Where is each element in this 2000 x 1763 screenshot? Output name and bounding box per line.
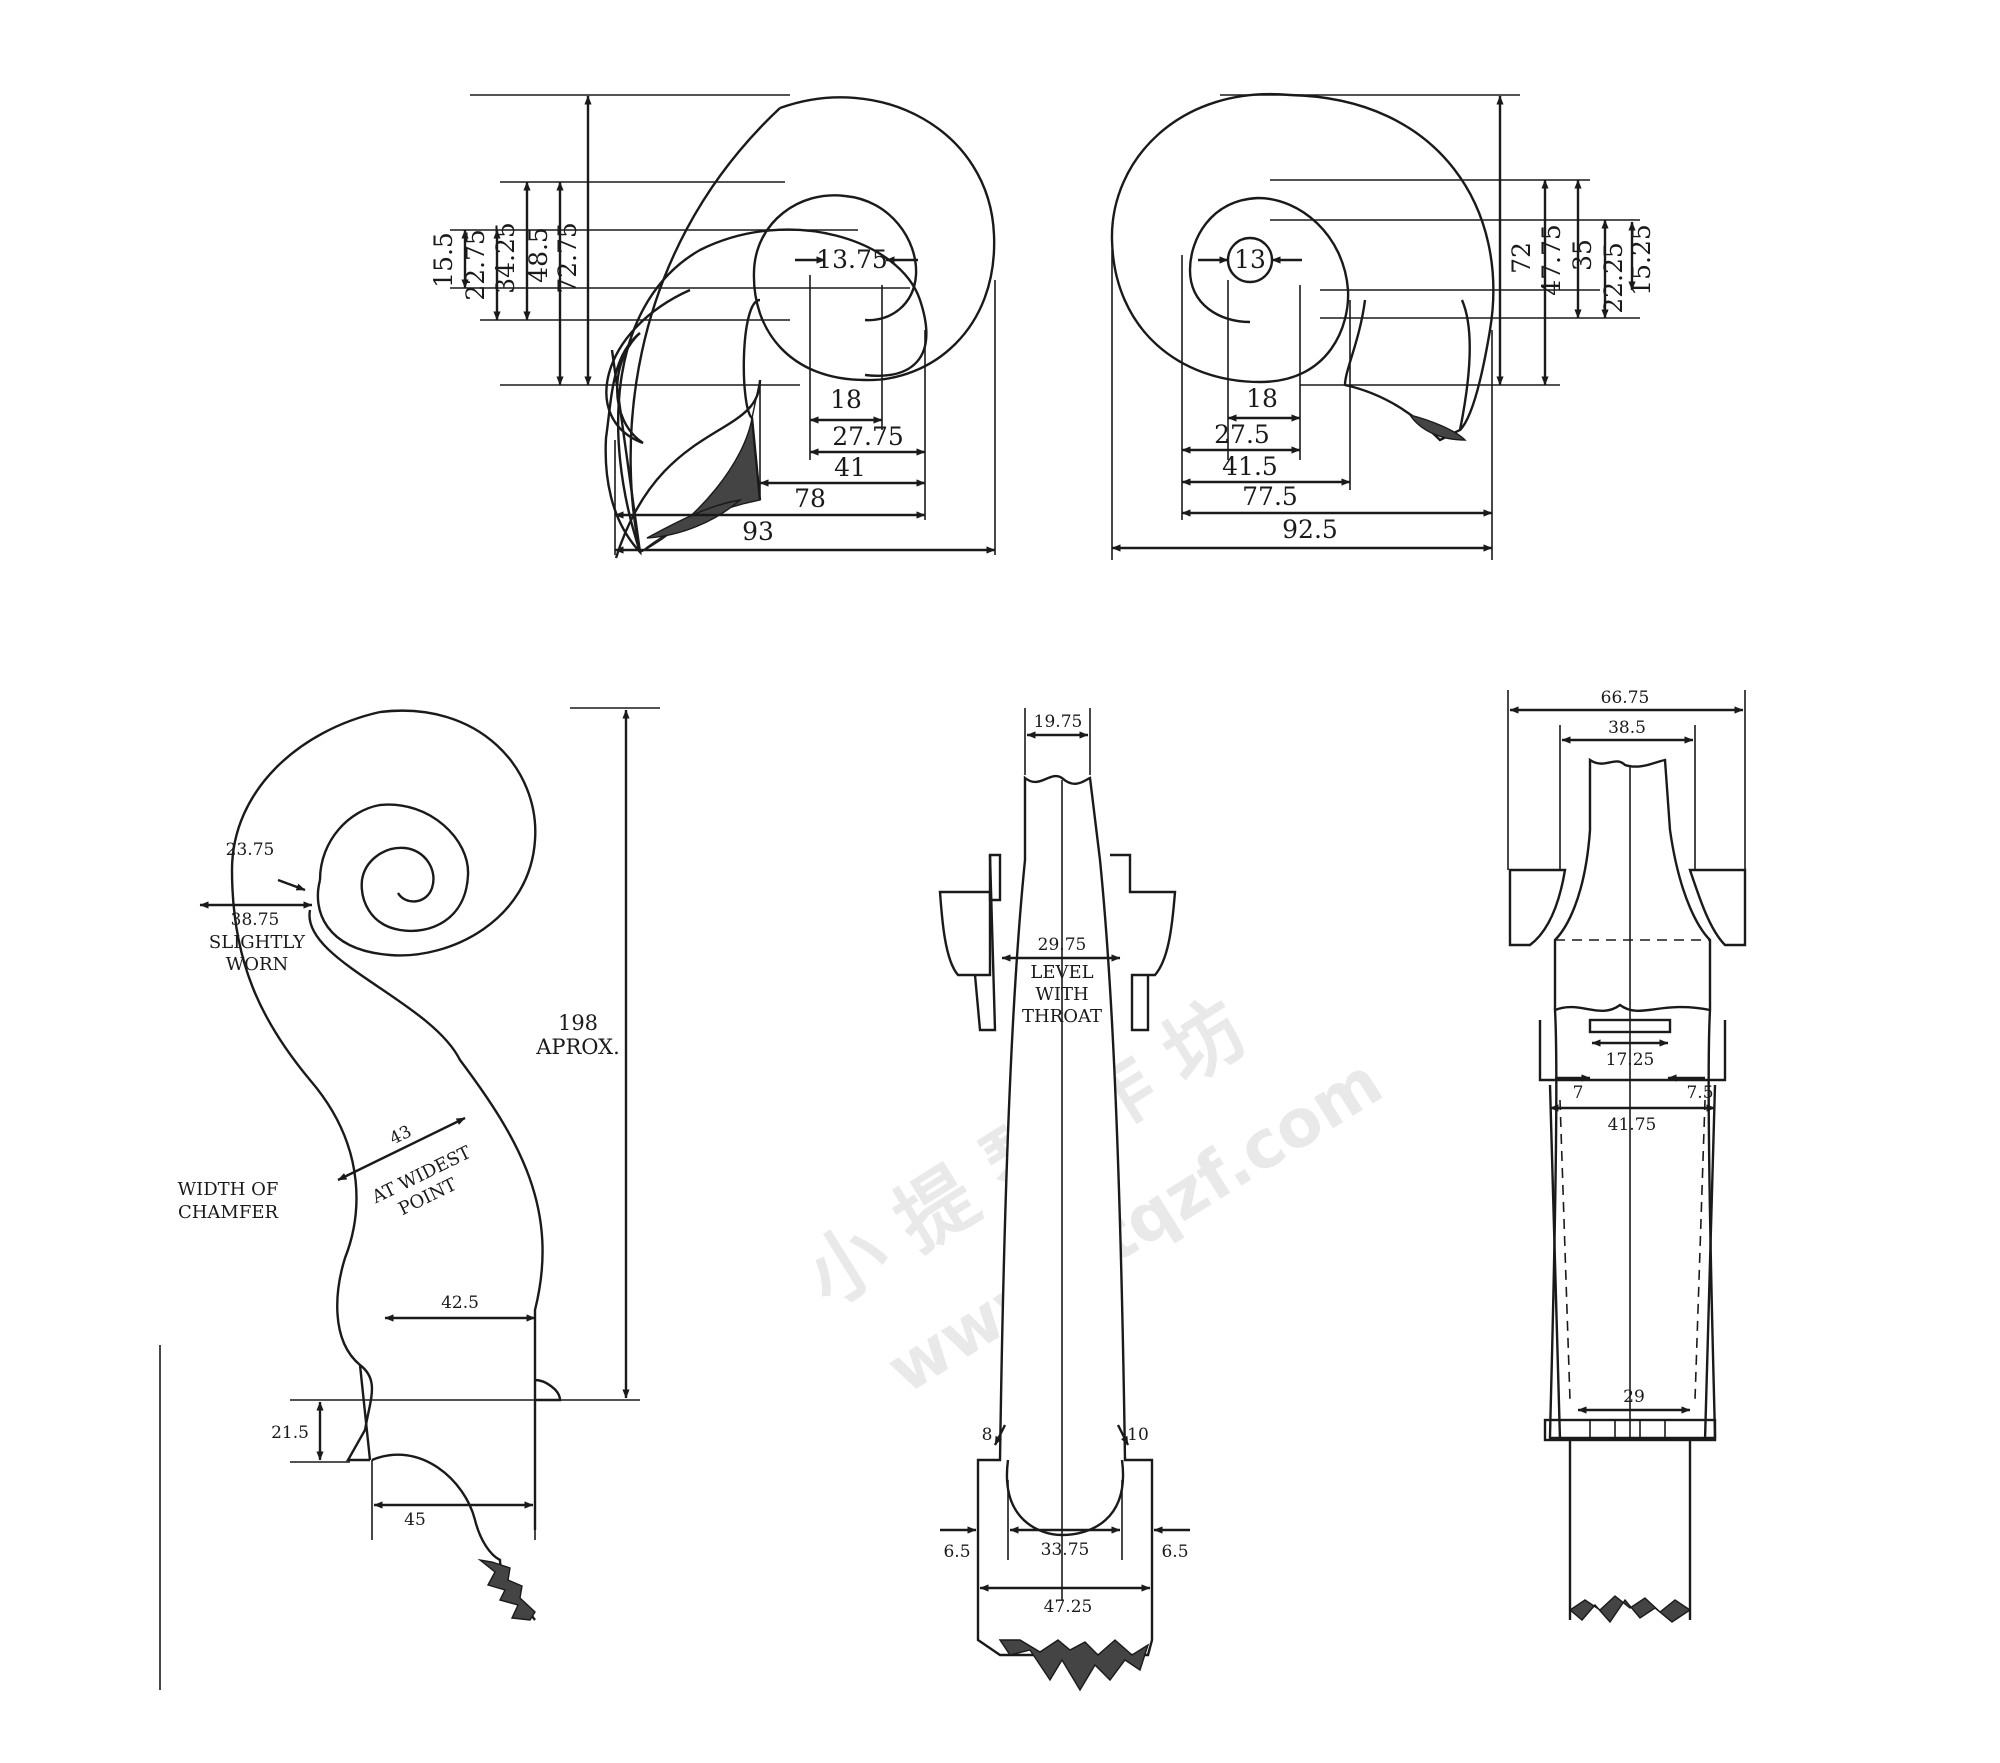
dim-41-75: 41.75: [1608, 1115, 1657, 1135]
dim-35: 35: [1568, 239, 1597, 271]
dim-38-75: 38.75: [231, 910, 280, 930]
dim-78: 78: [794, 484, 826, 513]
dim-18: 18: [830, 385, 862, 414]
dim-18-right: 18: [1246, 384, 1278, 413]
dim-15-25: 15.25: [1627, 224, 1656, 296]
dim-41-5: 41.5: [1222, 452, 1278, 481]
back-view-body: [1548, 757, 1717, 1440]
label-with: WITH: [1035, 984, 1088, 1005]
scroll-front-view: 19.75 29.75 LEVEL WITH THROAT 8 10 6.5 6…: [938, 708, 1190, 1692]
scroll-back-view: 66.75 38.5 17.25 7 7.5 41.75 29: [1507, 688, 1747, 1624]
front-view-body: [976, 774, 1154, 1657]
dim-6-5-left: 6.5: [943, 1542, 970, 1562]
dim-34-25: 34.25: [491, 222, 520, 294]
dim-15-5: 15.5: [429, 232, 458, 288]
label-level: LEVEL: [1030, 962, 1093, 983]
dim-13-75: 13.75: [816, 245, 888, 274]
dim-7-5: 7.5: [1686, 1083, 1713, 1103]
dim-21-5: 21.5: [271, 1423, 309, 1443]
label-slightly: SLIGHTLY: [209, 932, 306, 953]
dim-22-25: 22.25: [1599, 242, 1628, 314]
scroll-left-view: 15.5 22.75 34.25 48.5 72.75 13.75 18 27.…: [429, 94, 996, 559]
dim-66-75: 66.75: [1601, 688, 1650, 708]
dim-48-5: 48.5: [524, 227, 553, 283]
scroll-side-view: 198 APROX. 23.75 38.75 SLIGHTLY WORN 43 …: [159, 707, 660, 1690]
dim-93: 93: [742, 517, 774, 546]
label-chamfer: CHAMFER: [178, 1202, 279, 1223]
dim-27-75: 27.75: [832, 422, 904, 451]
dim-13: 13: [1234, 245, 1266, 274]
dim-72-75: 72.75: [553, 222, 582, 294]
label-worn: WORN: [226, 954, 289, 975]
dim-19-75: 19.75: [1034, 712, 1083, 732]
dim-42-5: 42.5: [441, 1293, 479, 1313]
dim-10: 10: [1127, 1425, 1149, 1445]
dim-92-5: 92.5: [1282, 515, 1338, 544]
dim-8: 8: [982, 1425, 993, 1445]
label-throat: THROAT: [1022, 1006, 1102, 1027]
dim-198: 198: [558, 1011, 598, 1035]
label-width-of: WIDTH OF: [178, 1179, 279, 1200]
dim-47-75: 47.75: [1537, 224, 1566, 296]
dim-47-25: 47.25: [1044, 1597, 1093, 1617]
dim-41: 41: [834, 453, 866, 482]
dim-72: 72: [1507, 242, 1536, 274]
dim-77-5: 77.5: [1242, 482, 1298, 511]
dim-7: 7: [1573, 1083, 1584, 1103]
label-aprox: APROX.: [535, 1035, 620, 1059]
dim-38-5: 38.5: [1608, 718, 1646, 738]
dim-6-5-right: 6.5: [1161, 1542, 1188, 1562]
scroll-left-outline: [604, 332, 644, 556]
dim-27-5: 27.5: [1214, 420, 1270, 449]
dim-29-75: 29.75: [1038, 935, 1087, 955]
dim-45: 45: [404, 1510, 426, 1530]
side-profile-outline: [230, 709, 537, 1462]
dim-22-75: 22.75: [461, 229, 490, 301]
dim-33-75: 33.75: [1041, 1540, 1090, 1560]
dim-29: 29: [1623, 1387, 1645, 1407]
scroll-right-view: 72 47.75 35 22.25 15.25 13 18 27.5 41.5 …: [1110, 92, 1656, 560]
dim-17-25: 17.25: [1606, 1050, 1655, 1070]
scroll-left-volute: [605, 228, 928, 553]
dim-23-75: 23.75: [226, 840, 275, 860]
